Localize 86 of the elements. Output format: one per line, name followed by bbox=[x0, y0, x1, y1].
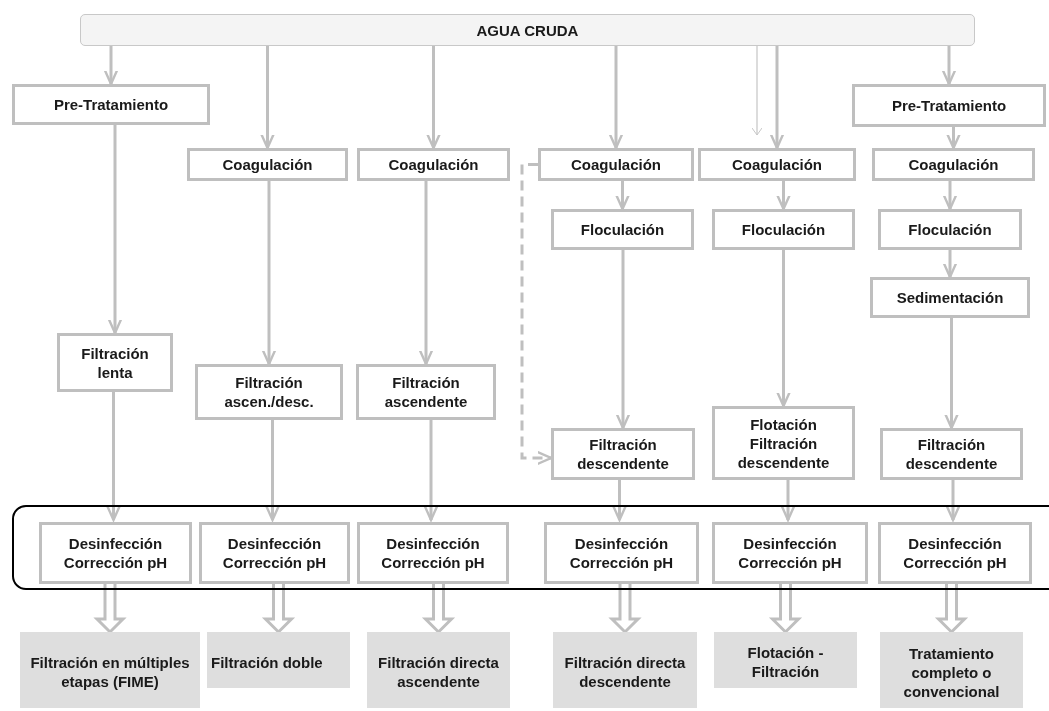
arrow bbox=[426, 46, 441, 150]
arrow bbox=[941, 46, 957, 86]
process-box bbox=[878, 522, 1032, 584]
node-label: Tratamiento completo o convencional bbox=[902, 643, 1001, 701]
node-label: Coagulación bbox=[731, 155, 823, 174]
node-label: Filtración directa descendente bbox=[563, 653, 687, 691]
node-label: Filtración en múltiples etapas (FIME) bbox=[29, 653, 191, 691]
process-box bbox=[712, 522, 868, 584]
process-box bbox=[57, 333, 173, 392]
process-box bbox=[852, 84, 1046, 127]
node-label: Flotación - Filtración bbox=[746, 643, 825, 681]
node-label: Desinfección Corrección pH bbox=[568, 534, 675, 572]
arrow bbox=[751, 45, 763, 136]
arrow bbox=[942, 250, 958, 279]
process-box bbox=[698, 148, 856, 181]
node-label: Desinfección Corrección pH bbox=[902, 534, 1008, 572]
arrow bbox=[265, 420, 280, 522]
process-box bbox=[195, 364, 343, 420]
process-box bbox=[712, 406, 855, 480]
source-bar bbox=[80, 14, 975, 46]
process-box bbox=[870, 277, 1030, 318]
arrow bbox=[780, 480, 796, 522]
process-box bbox=[551, 209, 694, 250]
result-box bbox=[367, 632, 510, 708]
arrow bbox=[776, 250, 791, 408]
arrow bbox=[944, 318, 959, 430]
node-label: Sedimentación bbox=[895, 288, 1005, 307]
node-label: Desinfección Corrección pH bbox=[221, 534, 328, 572]
process-box bbox=[880, 428, 1023, 480]
group-outline bbox=[12, 505, 1049, 590]
node-label: Desinfección Corrección pH bbox=[737, 534, 843, 572]
process-box bbox=[551, 428, 695, 480]
node-label: AGUA CRUDA bbox=[475, 20, 580, 40]
process-box bbox=[199, 522, 350, 584]
node-label: Coagulación bbox=[387, 155, 480, 174]
process-box bbox=[538, 148, 694, 181]
node-label: Coagulación bbox=[221, 155, 314, 174]
arrow bbox=[520, 163, 553, 466]
arrow bbox=[769, 46, 785, 150]
node-label: Coagulación bbox=[570, 155, 662, 174]
arrow bbox=[615, 181, 630, 211]
process-box bbox=[12, 84, 210, 125]
result-box bbox=[714, 632, 857, 688]
process-box bbox=[878, 209, 1022, 250]
node-label: Pre-Tratamiento bbox=[52, 95, 170, 114]
result-box bbox=[553, 632, 697, 708]
node-label: Pre-Tratamiento bbox=[890, 96, 1008, 115]
node-label: Filtración ascendente bbox=[383, 373, 469, 411]
arrow bbox=[615, 250, 631, 430]
arrow bbox=[107, 125, 123, 335]
node-label: Floculación bbox=[907, 220, 993, 239]
arrow bbox=[261, 181, 277, 366]
node-label: Floculación bbox=[740, 220, 827, 239]
result-box bbox=[207, 632, 350, 688]
node-label: Desinfección Corrección pH bbox=[380, 534, 486, 572]
node-label: Floculación bbox=[579, 220, 666, 239]
node-label: Filtración descendente bbox=[904, 435, 999, 473]
arrow bbox=[418, 181, 434, 366]
node-label: Coagulación bbox=[907, 155, 1000, 174]
arrow bbox=[423, 420, 439, 522]
node-label: Filtración directa ascendente bbox=[377, 653, 500, 691]
process-box bbox=[544, 522, 699, 584]
arrow bbox=[776, 181, 791, 211]
arrow bbox=[260, 46, 275, 150]
arrow bbox=[106, 392, 121, 522]
arrow bbox=[946, 127, 961, 150]
result-box bbox=[880, 632, 1023, 708]
arrow bbox=[945, 480, 961, 522]
process-box bbox=[872, 148, 1035, 181]
node-label: Desinfección Corrección pH bbox=[62, 534, 169, 572]
arrow bbox=[103, 46, 119, 86]
node-label: Filtración lenta bbox=[80, 343, 150, 382]
arrow bbox=[608, 46, 624, 150]
arrow bbox=[942, 181, 958, 211]
result-box bbox=[20, 632, 200, 708]
process-box bbox=[356, 364, 496, 420]
process-box bbox=[187, 148, 348, 181]
node-label: Filtración descendente bbox=[576, 435, 670, 473]
node-label: Filtración doble bbox=[210, 652, 324, 672]
process-box bbox=[357, 522, 509, 584]
process-box bbox=[357, 148, 510, 181]
arrow bbox=[612, 480, 627, 522]
process-box bbox=[39, 522, 192, 584]
node-label: Flotación Filtración descendente bbox=[736, 414, 831, 472]
process-box bbox=[712, 209, 855, 250]
node-label: Filtración ascen./desc. bbox=[223, 373, 315, 411]
